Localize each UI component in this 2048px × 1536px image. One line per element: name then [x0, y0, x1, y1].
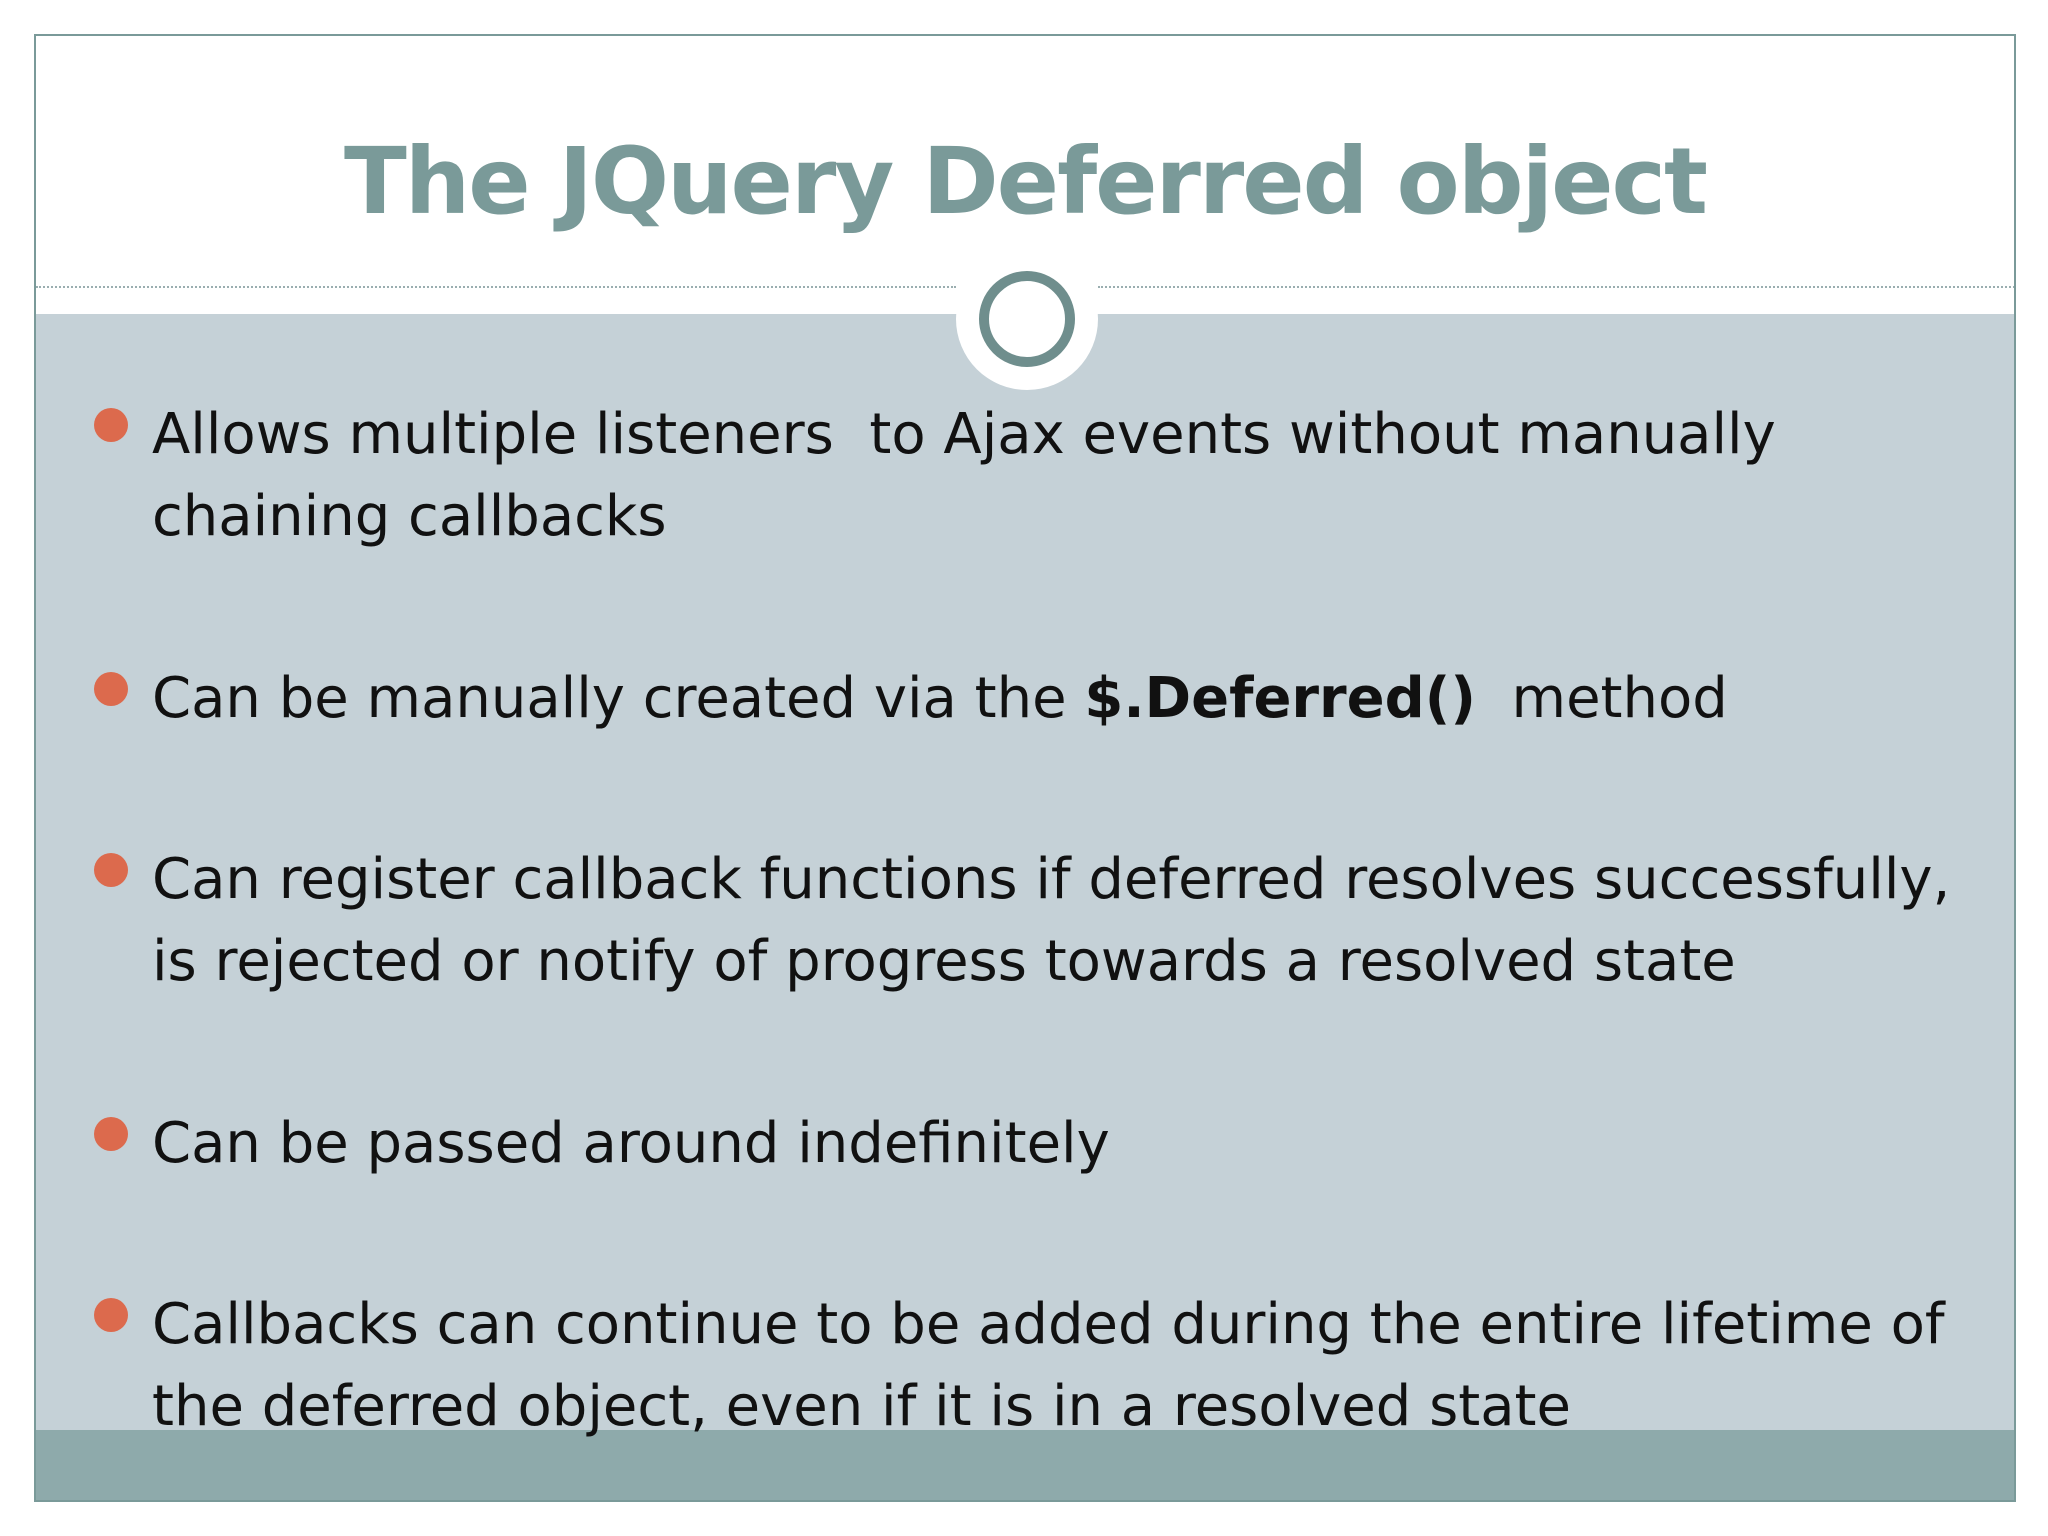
bullet-line-4-1: Can be passed around indefinitely — [152, 1111, 1110, 1176]
bullet-line-5-2: the deferred object, even if it is in a … — [152, 1374, 1571, 1439]
bullet-text-after: method — [1475, 666, 1728, 731]
bullet-dot-icon — [94, 1298, 128, 1332]
bullet-line-2-1: Can be manually created via the $.Deferr… — [152, 658, 1992, 740]
bullet-dot-icon — [94, 672, 128, 706]
deferred-method-code: $.Deferred() — [1084, 666, 1476, 731]
bullet-dot-icon — [94, 1117, 128, 1151]
bullet-text-before: Can be manually created via the — [152, 666, 1085, 731]
bullet-list: Allows multiple listeners to Ajax events… — [36, 36, 2014, 1500]
bullet-dot-icon — [94, 853, 128, 887]
bullet-dot-icon — [94, 408, 128, 442]
title-divider-right — [1098, 286, 2014, 288]
title-divider-left — [36, 286, 956, 288]
content-area — [36, 314, 2014, 1436]
footer-bar — [36, 1430, 2014, 1500]
bullet-line-5-1: Callbacks can continue to be added durin… — [152, 1292, 1945, 1357]
bullet-line-1-2: chaining callbacks — [152, 484, 667, 549]
slide: The JQuery Deferred object Allows multip… — [34, 34, 2016, 1502]
divider-ring-icon — [979, 271, 1075, 367]
bullet-line-3-2: is rejected or notify of progress toward… — [152, 929, 1736, 994]
slide-title: The JQuery Deferred object — [343, 128, 1708, 235]
bullet-line-3-1: Can register callback functions if defer… — [152, 847, 1951, 912]
bullet-line-1-1: Allows multiple listeners to Ajax events… — [152, 402, 1776, 467]
